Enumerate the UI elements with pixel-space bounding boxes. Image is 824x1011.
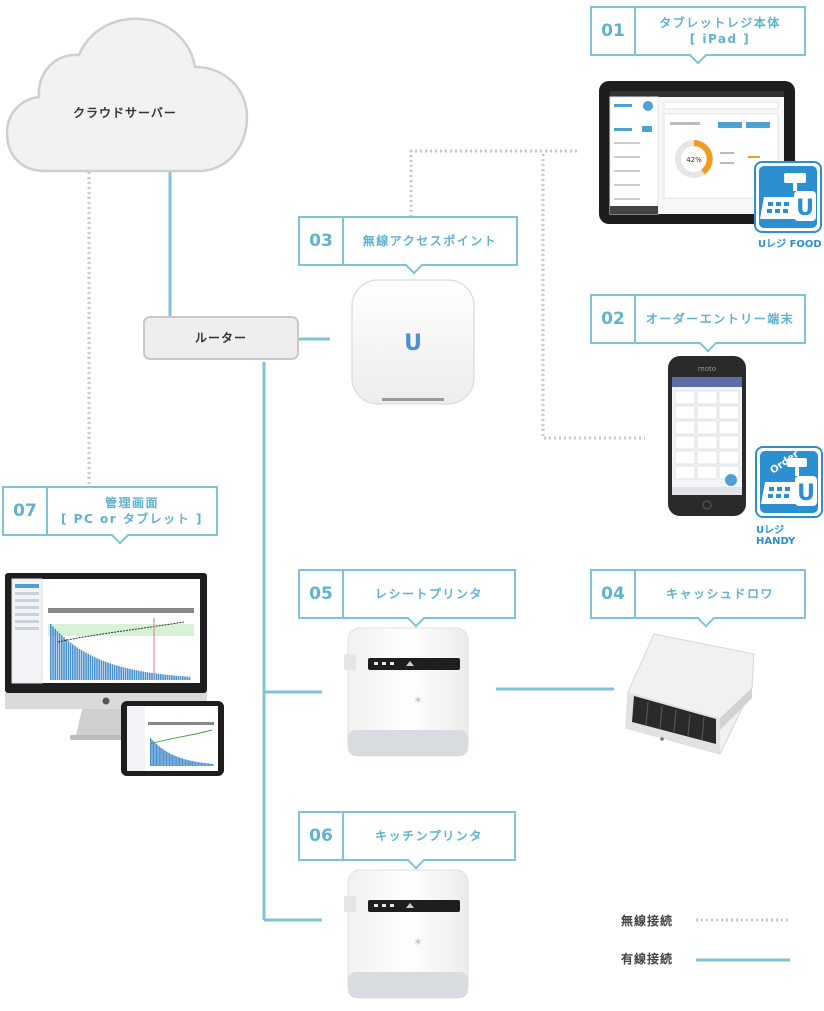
node-number: 02 [592, 296, 636, 342]
ureji-handy-label: Uレジ HANDY [756, 525, 796, 547]
tablet-percent: 42% [686, 156, 702, 164]
node-number: 06 [300, 813, 344, 859]
wireless-ap-phone [541, 154, 645, 440]
node-04-cash-drawer: 04 キャッシュドロワ [590, 569, 806, 628]
router-box: ルーター [143, 316, 299, 360]
legend-wired-line [696, 958, 790, 962]
access-point-device: U [351, 279, 475, 405]
node-title: キャッシュドロワ [665, 587, 774, 601]
legend-wireless-label: 無線接続 [621, 914, 674, 928]
node-title: レシートプリンタ [374, 587, 483, 601]
tablet-register-device: 42% [599, 81, 795, 224]
kitchen-printer-device: ✶ [344, 869, 469, 999]
node-title: 無線アクセスポイント [362, 234, 498, 248]
legend-wired-label: 有線接続 [621, 952, 674, 966]
node-05-receipt-printer: 05 レシートプリンタ [298, 569, 516, 628]
node-number: 07 [4, 488, 48, 534]
node-subtitle: [ iPad ] [689, 32, 751, 46]
node-title: タブレットレジ本体 [659, 16, 781, 30]
node-title: キッチンプリンタ [375, 829, 483, 843]
access-point-logo: U [404, 331, 422, 356]
svg-text:✶: ✶ [413, 693, 423, 707]
order-entry-phone-device: moto [668, 356, 746, 516]
node-03-wireless-access-point: 03 無線アクセスポイント [298, 216, 518, 275]
ureji-food-logo-icon: U [754, 161, 822, 233]
cloud-server-label: クラウドサーバー [73, 106, 177, 120]
node-title: オーダーエントリー端末 [645, 312, 795, 326]
wired-lines [168, 165, 614, 922]
node-07-admin-screen: 07 管理画面 [ PC or タブレット ] [2, 486, 218, 545]
node-01-tablet-register: 01 タブレットレジ本体 [ iPad ] [590, 6, 806, 65]
node-title: 管理画面 [104, 496, 159, 510]
node-number: 04 [592, 571, 636, 617]
admin-tablet-device [121, 701, 224, 776]
node-02-order-entry: 02 オーダーエントリー端末 [590, 294, 806, 353]
node-number: 05 [300, 571, 344, 617]
cash-drawer-device [625, 633, 755, 755]
node-06-kitchen-printer: 06 キッチンプリンタ [298, 811, 516, 870]
ureji-food-label: Uレジ FOOD [758, 239, 822, 250]
ureji-handy-logo-icon: Order U [755, 446, 823, 518]
svg-text:U: U [797, 481, 815, 506]
receipt-printer-device: ✶ [344, 627, 469, 757]
cloud-server-icon [5, 17, 249, 173]
node-number: 03 [300, 218, 344, 264]
node-number: 01 [592, 8, 636, 54]
svg-text:U: U [796, 196, 814, 221]
node-subtitle: [ PC or タブレット ] [61, 512, 203, 526]
svg-text:✶: ✶ [413, 935, 423, 949]
legend-wireless-line [696, 918, 790, 922]
phone-brand: moto [698, 365, 716, 373]
